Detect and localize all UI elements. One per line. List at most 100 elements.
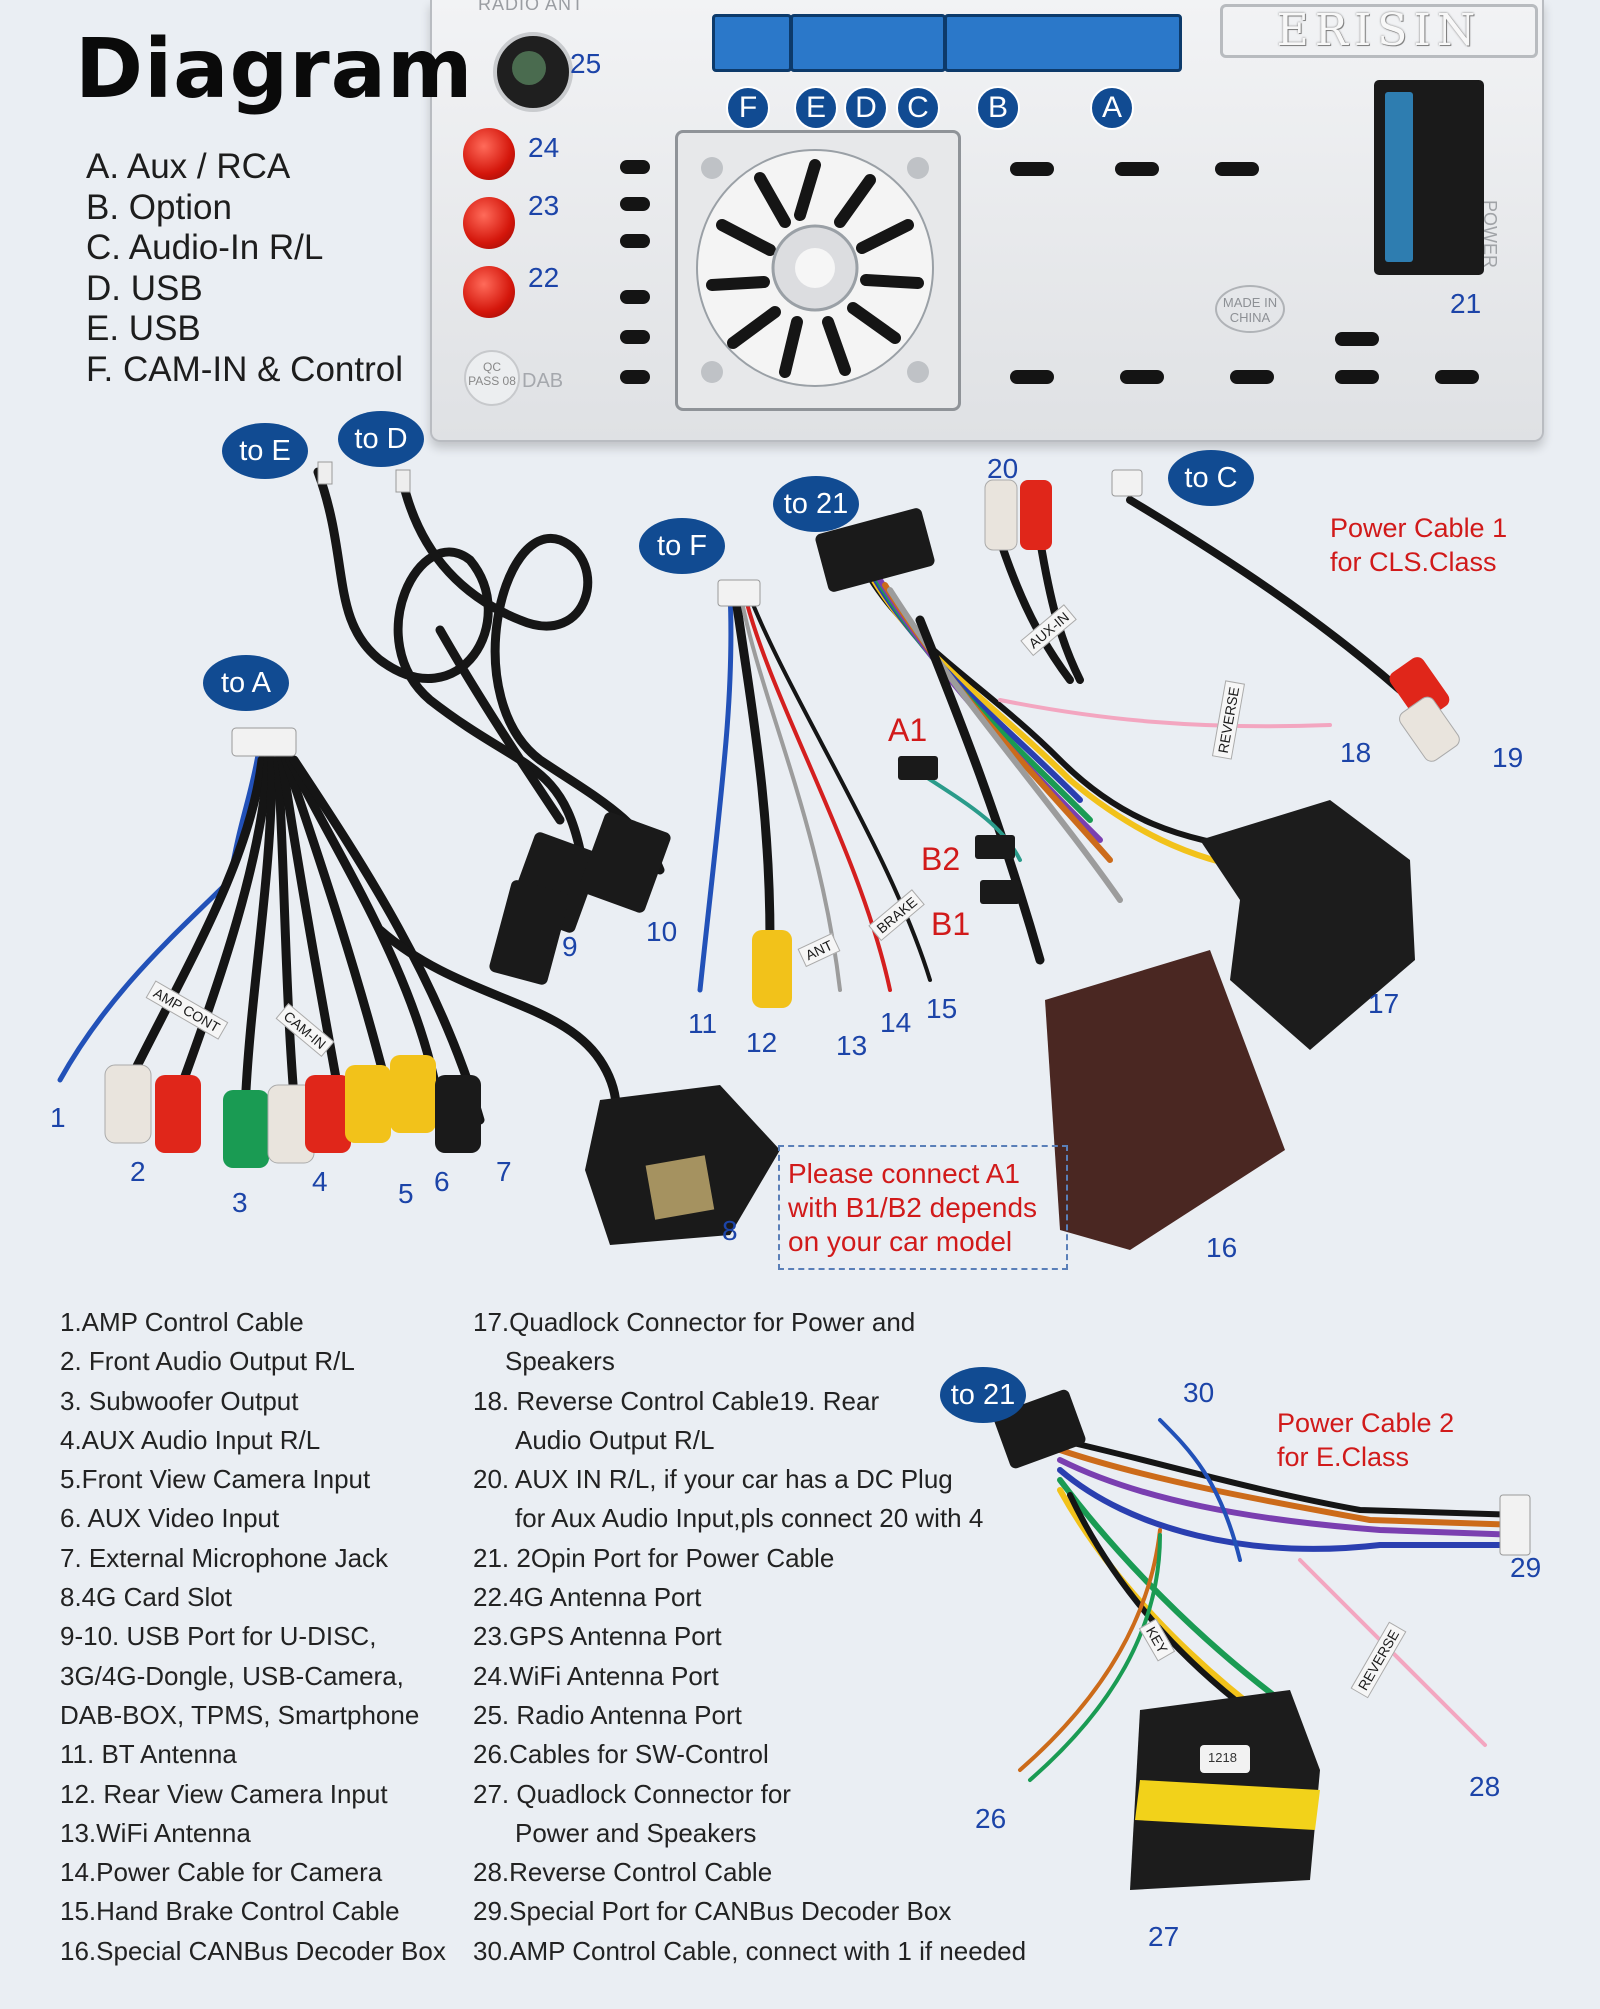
legend-item: 23.GPS Antenna Port (473, 1621, 722, 1652)
callout-18: 18 (1340, 737, 1372, 768)
callout-1: 1 (50, 1102, 66, 1133)
port-badge-d: D (844, 86, 888, 130)
canbus-decoder-box (1045, 950, 1285, 1250)
callout-25: 25 (570, 48, 602, 79)
power-cable-1-label-line1: Power Cable 1 (1330, 513, 1508, 543)
callout-26: 26 (975, 1803, 1007, 1834)
port-legend-item: B. Option (86, 187, 232, 227)
callout-12: 12 (746, 1027, 778, 1058)
qc-pass-sticker: QC PASS 08 (464, 350, 520, 406)
to-d-badge: to D (338, 411, 424, 467)
port-connector-e-d (790, 14, 946, 72)
callout-6: 6 (434, 1166, 450, 1197)
legend-item: 3G/4G-Dongle, USB-Camera, (60, 1660, 404, 1691)
legend-item: 7. External Microphone Jack (60, 1542, 389, 1573)
legend-item: 22.4G Antenna Port (473, 1582, 702, 1613)
power-cable-2-label-line1: Power Cable 2 (1277, 1408, 1455, 1438)
callout-21: 21 (1450, 288, 1482, 319)
callout-20: 20 (987, 453, 1019, 484)
legend-item: 27. Quadlock Connector for (473, 1778, 791, 1809)
head-unit-back-panel (430, 0, 1544, 442)
callout-23: 23 (528, 190, 560, 221)
radio-ant-label: RADIO ANT (478, 0, 585, 14)
usb-connector-10 (579, 812, 671, 913)
to-a-badge: to A (203, 655, 289, 711)
to-c-badge: to C (1168, 450, 1254, 506)
connector-a1-label: A1 (888, 712, 928, 748)
legend-item: 1.AMP Control Cable (60, 1307, 304, 1337)
callout-9: 9 (562, 931, 578, 962)
port-badge-a: A (1090, 86, 1134, 130)
port-badge-b: B (976, 86, 1020, 130)
4g-antenna-jack (463, 266, 515, 318)
legend-item: 4.AUX Audio Input R/L (60, 1424, 321, 1455)
to-21-badge-cable1: to 21 (773, 476, 859, 532)
callout-14: 14 (880, 1007, 912, 1038)
legend-item: 21. 2Opin Port for Power Cable (473, 1542, 835, 1573)
vent-slot (1230, 370, 1274, 384)
callout-19: 19 (1492, 742, 1524, 773)
gps-antenna-jack (463, 197, 515, 249)
port-legend-item: E. USB (86, 309, 201, 348)
legend-item: 2. Front Audio Output R/L (60, 1346, 355, 1377)
vent-slot (620, 290, 650, 304)
port-legend-item: D. USB (86, 268, 203, 308)
radio-antenna-socket (493, 32, 573, 112)
part-number-label: 1218 (1208, 1750, 1237, 1765)
port-connector-b-a (944, 14, 1182, 72)
connector-a-plug (231, 727, 297, 757)
port-legend: A. Aux / RCA B. Option C. Audio-In R/L D… (86, 147, 403, 390)
legend-item: 6. AUX Video Input (60, 1503, 280, 1534)
quadlock-connector-17 (1200, 800, 1415, 1050)
legend-item: 5.Front View Camera Input (60, 1464, 371, 1495)
vent-slot (1435, 370, 1479, 384)
legend-list-right: 17.Quadlock Connector for Power and Spea… (473, 1303, 1026, 1971)
callout-15: 15 (926, 993, 958, 1024)
20pin-plug (815, 508, 935, 592)
power-cable-2-label-line2: for E.Class (1277, 1442, 1410, 1472)
power-cable-1-label-line2: for CLS.Class (1330, 547, 1497, 577)
legend-item: 20. AUX IN R/L, if your car has a DC Plu… (473, 1464, 953, 1495)
legend-item: 11. BT Antenna (60, 1739, 237, 1770)
callout-10: 10 (646, 916, 678, 947)
vent-slot (620, 234, 650, 248)
callout-29: 29 (1510, 1552, 1542, 1583)
radio-antenna-socket-core (512, 51, 546, 85)
legend-item: 3. Subwoofer Output (60, 1385, 299, 1416)
connector-b1-label: B1 (931, 906, 971, 942)
vent-slot (1335, 332, 1379, 346)
brand-logo: ERISIN (1220, 4, 1538, 58)
vent-slot (620, 370, 650, 384)
port-badge-e: E (794, 86, 838, 130)
vent-slot (620, 330, 650, 344)
connection-note: Please connect A1 with B1/B2 depends on … (778, 1145, 1068, 1270)
to-f-badge: to F (639, 518, 725, 574)
port-badge-f: F (726, 86, 770, 130)
legend-list-left: 1.AMP Control Cable 2. Front Audio Outpu… (60, 1303, 446, 1971)
diagram-title: Diagram (75, 22, 474, 117)
legend-item: 18. Reverse Control Cable19. Rear (473, 1385, 880, 1416)
note-line: with B1/B2 depends (788, 1192, 1038, 1223)
legend-item: 13.WiFi Antenna (60, 1817, 251, 1848)
callout-28: 28 (1469, 1771, 1501, 1802)
legend-item: 25. Radio Antenna Port (473, 1699, 742, 1730)
dab-label: DAB (522, 370, 564, 392)
callout-16: 16 (1206, 1232, 1238, 1263)
vent-slot (620, 197, 650, 211)
wifi-antenna-jack (463, 128, 515, 180)
vent-slot (1335, 370, 1379, 384)
legend-item: 30.AMP Control Cable, connect with 1 if … (473, 1935, 1027, 1966)
port-legend-item: F. CAM-IN & Control (86, 349, 403, 389)
legend-item: 26.Cables for SW-Control (473, 1739, 769, 1770)
vent-slot (1115, 162, 1159, 176)
legend-item: 24.WiFi Antenna Port (473, 1660, 719, 1691)
rear-camera-rca (752, 930, 792, 1008)
callout-3: 3 (232, 1187, 248, 1218)
vent-slot (1120, 370, 1164, 384)
callout-2: 2 (130, 1156, 146, 1187)
legend-item: 14.Power Cable for Camera (60, 1857, 383, 1888)
made-in-china-stamp: MADE IN CHINA (1215, 285, 1285, 333)
callout-5: 5 (398, 1178, 414, 1209)
legend-item: Audio Output R/L (515, 1424, 715, 1455)
